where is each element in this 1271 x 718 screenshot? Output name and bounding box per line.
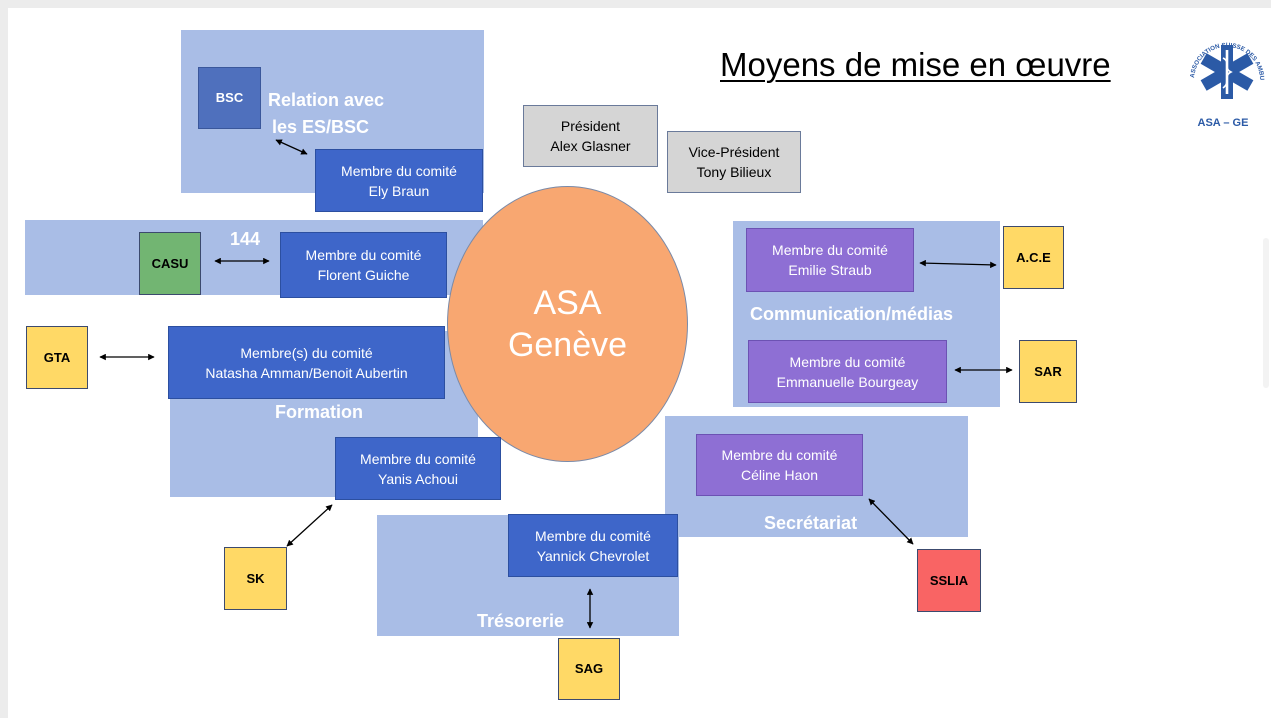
sar-box: SAR: [1019, 340, 1077, 403]
center-line1: ASA: [533, 284, 602, 322]
bsc-label: BSC: [215, 90, 244, 105]
communication-label: Communication/médias: [750, 304, 954, 324]
page-title: Moyens de mise en œuvre: [720, 46, 1111, 83]
vice-president-title: Vice-Président: [688, 144, 780, 160]
scrollbar[interactable]: [1263, 238, 1269, 388]
member-florent-box: Membre du comité Florent Guiche: [280, 232, 447, 298]
president-title: Président: [560, 118, 621, 134]
member-yanis-name: Yanis Achoui: [378, 470, 458, 487]
sag-label: SAG: [574, 661, 604, 676]
arrow-celine-sslia: [868, 498, 914, 545]
connector-arrows: [99, 139, 1013, 629]
member-emmanuelle-box: Membre du comité Emmanuelle Bourgeay: [748, 340, 947, 403]
member-yanis-role: Membre du comité: [360, 450, 476, 467]
slide: Relation avec les ES/BSC 144 Formation C…: [8, 8, 1271, 718]
gta-label: GTA: [43, 349, 71, 365]
member-yanis-box: Membre du comité Yanis Achoui: [335, 437, 501, 500]
member-yannick-name: Yannick Chevrolet: [536, 547, 650, 564]
casu-label: CASU: [151, 255, 189, 271]
sar-label: SAR: [1034, 363, 1062, 379]
member-emilie-role: Membre du comité: [772, 242, 888, 258]
member-emmanuelle-role: Membre du comité: [789, 353, 906, 370]
member-emilie-box: Membre du comité Emilie Straub: [746, 228, 914, 292]
tresorerie-label: Trésorerie: [477, 611, 565, 631]
member-formation-box: Membre(s) du comité Natasha Amman/Benoit…: [168, 326, 445, 399]
vice-president-box: Vice-Président Tony Bilieux: [667, 131, 801, 193]
member-formation-role: Membre(s) du comité: [240, 344, 373, 361]
sslia-label: SSLIA: [929, 572, 969, 588]
member-formation-names: Natasha Amman/Benoit Aubertin: [205, 364, 408, 381]
asa-geneve-circle: ASA Genève: [447, 186, 688, 462]
member-florent-role: Membre du comité: [305, 247, 422, 263]
star-of-life-icon: [1200, 45, 1254, 99]
member-yannick-role: Membre du comité: [535, 527, 651, 544]
member-celine-box: Membre du comité Céline Haon: [696, 434, 863, 496]
sag-box: SAG: [558, 638, 620, 700]
member-ely-box: Membre du comité Ely Braun: [315, 149, 483, 212]
president-box: Président Alex Glasner: [523, 105, 658, 167]
sslia-box: SSLIA: [917, 549, 981, 612]
ace-box: A.C.E: [1003, 226, 1064, 289]
casu-box: CASU: [139, 232, 201, 295]
gta-box: GTA: [26, 326, 88, 389]
arrow-bsc-ely: [275, 139, 308, 155]
member-ely-name: Ely Braun: [368, 182, 430, 199]
logo-text: ASA – GE: [1198, 117, 1249, 129]
member-florent-name: Florent Guiche: [317, 267, 410, 283]
secretariat-label: Secrétariat: [764, 513, 858, 533]
label-144: 144: [230, 229, 261, 249]
sk-label: SK: [246, 570, 265, 586]
president-name: Alex Glasner: [550, 138, 631, 154]
arrow-emilie-ace: [919, 259, 997, 269]
asa-ge-logo: ASSOCIATION SUISSE DES AMBULANCIERS – GE…: [1174, 8, 1271, 129]
member-emilie-name: Emilie Straub: [788, 262, 872, 278]
member-celine-role: Membre du comité: [721, 447, 838, 463]
member-celine-name: Céline Haon: [740, 467, 819, 483]
vice-president-name: Tony Bilieux: [696, 164, 772, 180]
center-line2: Genève: [507, 326, 628, 364]
formation-label: Formation: [275, 402, 363, 422]
member-ely-role: Membre du comité: [341, 162, 457, 179]
relation-label-line2: les ES/BSC: [272, 117, 370, 137]
relation-label-line1: Relation avec: [268, 90, 385, 110]
ace-label: A.C.E: [1016, 249, 1051, 265]
member-yannick-box: Membre du comité Yannick Chevrolet: [508, 514, 678, 577]
bsc-box: BSC: [198, 67, 261, 129]
member-emmanuelle-name: Emmanuelle Bourgeay: [776, 373, 919, 390]
sk-box: SK: [224, 547, 287, 610]
arrow-yanis-sk: [286, 504, 333, 547]
